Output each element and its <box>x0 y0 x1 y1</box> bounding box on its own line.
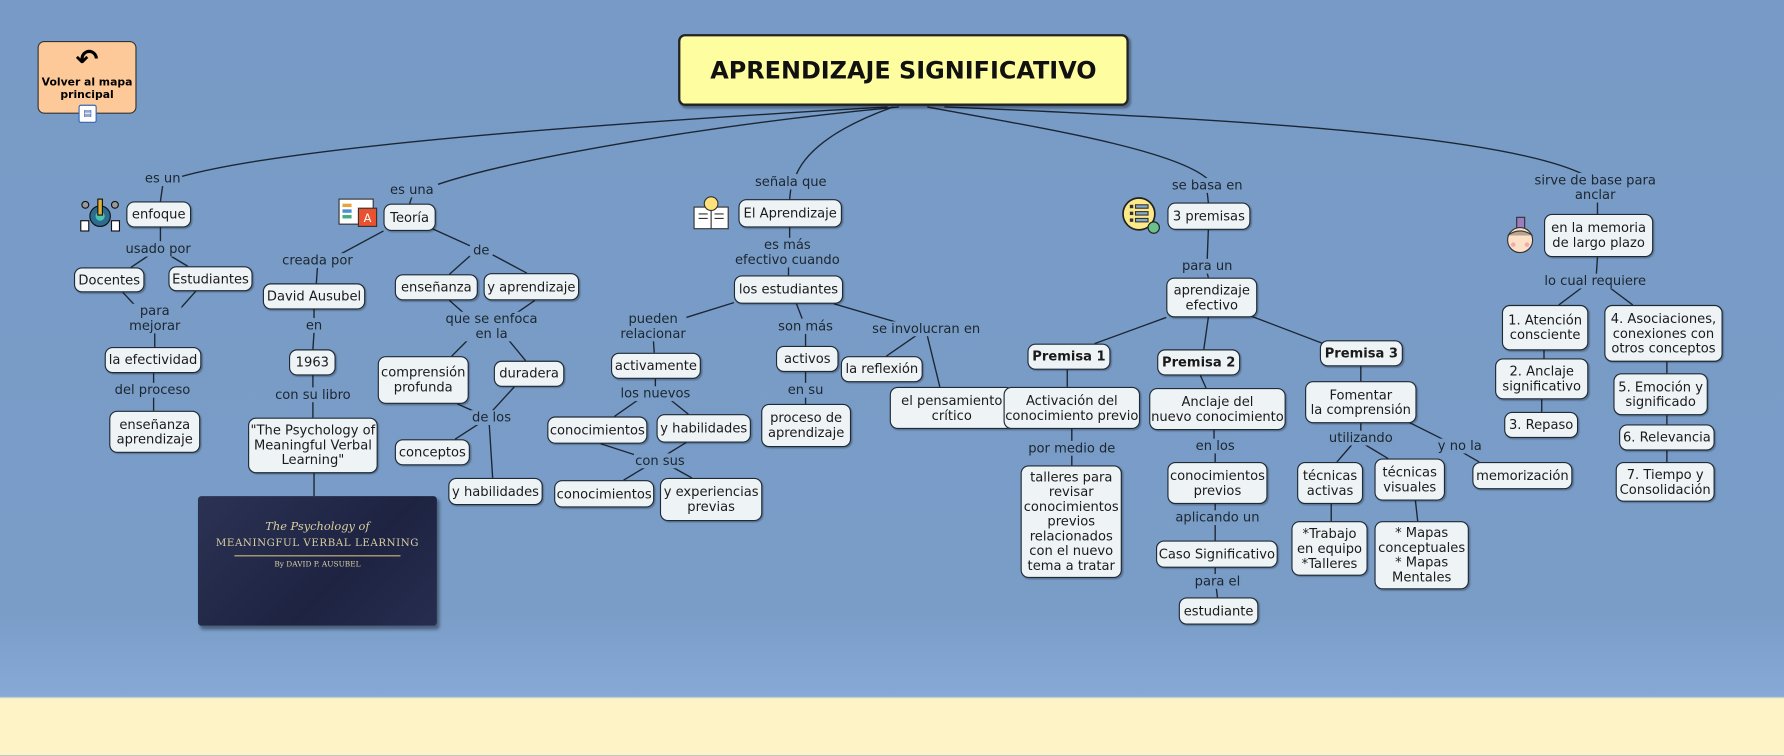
concept-node[interactable]: El Aprendizaje <box>738 199 842 228</box>
concept-node[interactable]: los estudiantes <box>733 275 844 304</box>
concept-node[interactable]: y experiencias previas <box>659 477 763 522</box>
concept-node[interactable]: proceso de aprendizaje <box>761 403 852 448</box>
link-label: es más efectivo cuando <box>733 236 841 268</box>
concept-map-icon[interactable]: ▤ <box>78 104 97 123</box>
concept-node[interactable]: 5. Emoción y significado <box>1613 373 1708 416</box>
concept-node[interactable]: 6. Relevancia <box>1619 424 1715 451</box>
book-title-line: The Psychology of <box>265 521 370 534</box>
concept-node[interactable]: 3 premisas <box>1167 202 1251 230</box>
concept-node[interactable]: 4. Asociaciones, conexiones con otros co… <box>1604 304 1723 362</box>
link-label: para un <box>1180 257 1234 274</box>
link-label: en los <box>1194 437 1236 454</box>
back-to-main-map-button[interactable]: ↶ Volver al mapa principal <box>37 40 137 114</box>
book-author: By DAVID P. AUSUBEL <box>274 559 361 569</box>
concept-node[interactable]: Premisa 1 <box>1027 343 1111 370</box>
concept-node[interactable]: conceptos <box>394 439 470 466</box>
link-label: de <box>471 241 491 258</box>
book-cover-image: The Psychology of MEANINGFUL VERBAL LEAR… <box>197 496 437 626</box>
thinking-head-icon <box>1507 216 1534 254</box>
concept-node[interactable]: 7. Tiempo y Consolidación <box>1615 461 1715 502</box>
link-label: lo cual requiere <box>1543 272 1648 289</box>
link-label: son más <box>776 318 835 334</box>
team-target-icon <box>80 198 121 232</box>
concept-node[interactable]: Fomentar la comprensión <box>1305 381 1417 424</box>
concept-node[interactable]: y aprendizaje <box>483 273 580 301</box>
concept-node[interactable]: la reflexión <box>840 356 923 383</box>
concept-node[interactable]: Premisa 2 <box>1157 349 1241 376</box>
concept-node[interactable]: conocimientos previos <box>1167 461 1268 505</box>
link-label: es una <box>388 181 435 198</box>
concept-node[interactable]: técnicas activas <box>1297 461 1364 505</box>
concept-node[interactable]: comprensión profunda <box>377 356 469 404</box>
map-title: APRENDIZAJE SIGNIFICATIVO <box>678 34 1129 106</box>
link-label: los nuevos <box>619 385 692 402</box>
link-label: y no la <box>1436 437 1483 454</box>
concept-node[interactable]: aprendizaje efectivo <box>1166 277 1258 318</box>
link-label: con sus <box>633 452 686 469</box>
link-label: para mejorar <box>127 302 182 334</box>
concept-node[interactable]: enseñanza <box>394 274 478 301</box>
presentation-icon: A <box>338 198 378 227</box>
lightbulb-book-icon <box>693 196 729 230</box>
concept-node[interactable]: activamente <box>610 352 701 379</box>
concept-node[interactable]: Docentes <box>73 267 145 293</box>
link-label: pueden relacionar <box>619 310 687 342</box>
link-label: de los <box>470 409 513 425</box>
link-label: se involucran en <box>871 320 982 337</box>
checklist-icon <box>1122 197 1160 234</box>
concept-node[interactable]: y habilidades <box>448 477 543 506</box>
concept-node[interactable]: técnicas visuales <box>1374 458 1446 501</box>
undo-arrow-icon: ↶ <box>75 43 99 76</box>
link-label: por medio de <box>1027 439 1117 456</box>
concept-node[interactable]: Teoría <box>383 203 436 231</box>
concept-node[interactable]: talleres para revisar conocimientos prev… <box>1020 465 1122 579</box>
svg-text:A: A <box>364 211 372 225</box>
concept-node[interactable]: conocimientos <box>547 416 648 444</box>
concept-node[interactable]: duradera <box>493 360 565 387</box>
concept-node[interactable]: y habilidades <box>656 414 751 443</box>
concept-node[interactable]: memorización <box>1472 461 1573 490</box>
link-label: sirve de base para anclar <box>1533 171 1658 203</box>
link-label: del proceso <box>113 381 192 398</box>
link-label: es un <box>143 170 182 187</box>
link-label: utilizando <box>1327 429 1394 446</box>
concept-node[interactable]: * Mapas conceptuales * Mapas Mentales <box>1374 521 1469 590</box>
concept-node[interactable]: David Ausubel <box>262 283 366 310</box>
concept-node[interactable]: enfoque <box>126 201 192 228</box>
concept-node[interactable]: Estudiantes <box>168 266 253 292</box>
link-label: aplicando un <box>1174 509 1261 526</box>
concept-node[interactable]: 3. Repaso <box>1504 411 1579 439</box>
concept-node[interactable]: 1. Atención consciente <box>1501 304 1589 351</box>
concept-node[interactable]: *Trabajo en equipo *Talleres <box>1291 521 1368 576</box>
concept-node[interactable]: Anclaje del nuevo conocimiento <box>1149 387 1286 431</box>
concept-node[interactable]: conocimientos <box>554 480 655 508</box>
concept-node[interactable]: Activación del conocimiento previo <box>1003 386 1141 429</box>
concept-node[interactable]: el pensamiento crítico <box>889 386 1014 429</box>
concept-node[interactable]: 1963 <box>289 349 336 376</box>
link-label: en <box>304 316 324 333</box>
link-label: se basa en <box>1170 176 1244 193</box>
concept-node[interactable]: Caso Significativo <box>1156 540 1278 568</box>
concept-node[interactable]: Premisa 3 <box>1319 340 1403 367</box>
link-label: creada por <box>281 252 354 268</box>
link-label: usado por <box>124 240 192 257</box>
back-button-label: Volver al mapa principal <box>41 76 133 102</box>
concept-node[interactable]: la efectividad <box>104 347 202 374</box>
concept-node[interactable]: activos <box>775 345 839 373</box>
link-label: en su <box>786 381 825 398</box>
book-title-main: MEANINGFUL VERBAL LEARNING <box>215 538 420 550</box>
link-label: para el <box>1193 572 1242 589</box>
concept-node[interactable]: enseñanza aprendizaje <box>109 410 201 453</box>
link-label: señala que <box>753 173 828 190</box>
concept-node[interactable]: estudiante <box>1178 597 1259 625</box>
link-label: que se enfoca en la <box>444 310 539 342</box>
concept-node[interactable]: en la memoria de largo plazo <box>1543 213 1654 258</box>
concept-node[interactable]: 2. Anclaje significativo <box>1495 358 1589 400</box>
concept-node[interactable]: "The Psychology of Meaningful Verbal Lea… <box>248 417 378 474</box>
link-label: con su libro <box>273 386 352 403</box>
